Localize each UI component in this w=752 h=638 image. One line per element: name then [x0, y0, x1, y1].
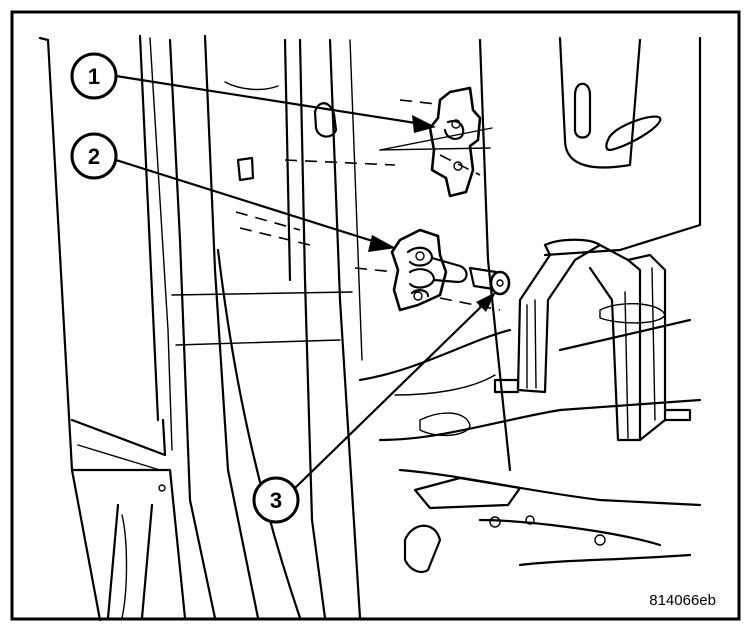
callout-circle-icon — [70, 52, 118, 100]
figure-frame — [10, 10, 741, 621]
door-striker-part-2 — [354, 228, 468, 312]
callout-1: 1 — [70, 52, 118, 100]
callout-3-number: 3 — [270, 488, 282, 513]
callout-3: 3 — [252, 476, 300, 524]
callout-1-number: 1 — [88, 64, 100, 89]
striker-bracket-part-1 — [379, 86, 493, 198]
arrowhead-1-icon — [412, 115, 436, 133]
bolt-part-3 — [439, 266, 511, 311]
callout-circle-icon — [252, 476, 300, 524]
callout-2: 2 — [70, 132, 118, 180]
body-pillar-illustration — [38, 34, 702, 622]
callout-circle-icon — [70, 132, 118, 180]
arrowhead-2-icon — [368, 235, 396, 252]
callout-2-number: 2 — [88, 144, 100, 169]
leader-arrows — [114, 74, 496, 490]
figure-id: 814066eb — [649, 592, 716, 609]
arrowhead-3-icon — [476, 292, 496, 312]
